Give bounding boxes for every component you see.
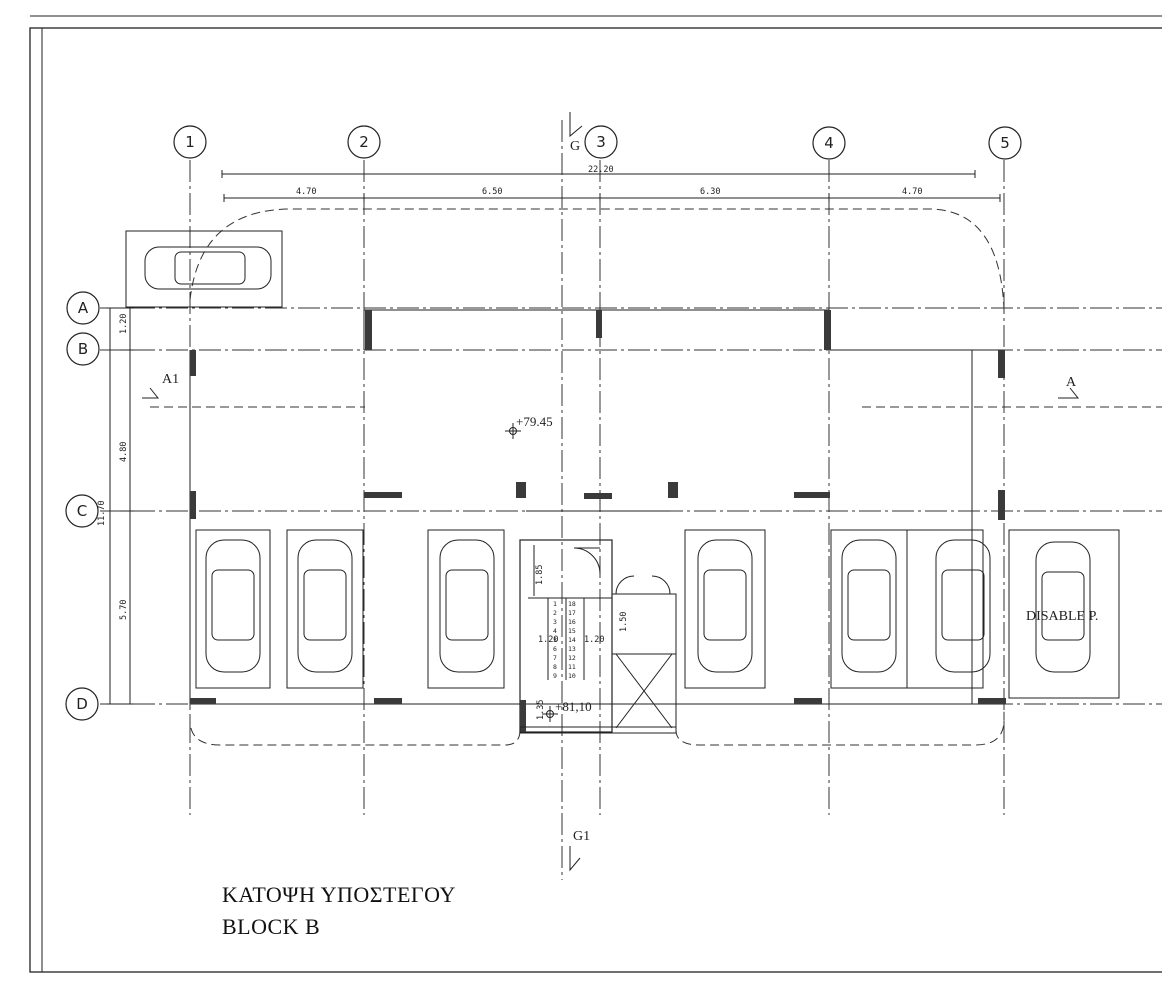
svg-text:+81,10: +81,10 — [555, 699, 592, 714]
svg-text:6.50: 6.50 — [482, 187, 502, 197]
svg-text:4.70: 4.70 — [296, 187, 316, 197]
svg-text:B: B — [78, 340, 88, 358]
svg-text:+79.45: +79.45 — [516, 414, 553, 429]
svg-text:DISABLE P.: DISABLE P. — [1026, 609, 1098, 624]
grid-bubble-4: 4 — [812, 126, 846, 160]
svg-text:1.85: 1.85 — [535, 565, 545, 585]
grid-bubble-5: 5 — [988, 126, 1022, 160]
svg-text:9: 9 — [553, 672, 557, 680]
stair-steps-left: 1 2 3 4 5 6 7 8 9 — [553, 600, 557, 680]
svg-text:4.80: 4.80 — [119, 442, 129, 462]
svg-text:1.20: 1.20 — [584, 635, 604, 645]
svg-text:G: G — [570, 139, 580, 154]
grid-bubble-3: 3 — [584, 125, 618, 159]
stair-steps-right: 18 17 16 15 14 13 12 11 10 — [568, 600, 576, 680]
car-3 — [439, 539, 495, 673]
svg-text:11.70: 11.70 — [97, 500, 107, 526]
svg-text:1.20: 1.20 — [119, 314, 129, 334]
svg-text:5: 5 — [553, 636, 557, 644]
grid-bubble-C: C — [65, 494, 99, 528]
car-6 — [935, 539, 991, 673]
svg-text:1.35: 1.35 — [536, 700, 546, 720]
structural-columns — [190, 310, 1006, 704]
svg-text:A: A — [78, 299, 89, 317]
svg-text:10: 10 — [568, 672, 576, 680]
svg-text:D: D — [76, 695, 88, 713]
svg-text:2: 2 — [359, 133, 369, 151]
svg-text:13: 13 — [568, 645, 576, 653]
svg-text:22.20: 22.20 — [588, 165, 614, 175]
svg-text:4.70: 4.70 — [902, 187, 922, 197]
svg-text:12: 12 — [568, 654, 576, 662]
overall-dimension: 22.20 — [221, 165, 976, 178]
section-marker-left: A1 — [142, 372, 179, 399]
stair-core: 1.85 1.50 1.20 1.20 1.35 — [519, 539, 677, 734]
grid-bubble-D: D — [65, 687, 99, 721]
svg-text:2: 2 — [553, 609, 557, 617]
svg-text:17: 17 — [568, 609, 576, 617]
svg-text:6: 6 — [553, 645, 557, 653]
svg-text:4: 4 — [824, 134, 834, 152]
car-2 — [297, 539, 353, 673]
svg-text:18: 18 — [568, 600, 576, 608]
svg-text:1.50: 1.50 — [619, 612, 629, 632]
drawing-subtitle: BLOCK B — [222, 914, 321, 939]
svg-text:4: 4 — [553, 627, 557, 635]
svg-text:6.30: 6.30 — [700, 187, 720, 197]
grid-bubble-B: B — [66, 332, 100, 366]
section-marker-bottom: G1 — [569, 829, 590, 872]
bay-dimensions: 4.70 6.50 6.30 4.70 — [223, 187, 1001, 202]
svg-text:7: 7 — [553, 654, 557, 662]
svg-text:11: 11 — [568, 663, 576, 671]
grid-bubble-1: 1 — [173, 125, 207, 159]
sheet-frame — [29, 27, 1162, 973]
section-marker-top: G — [569, 112, 583, 154]
svg-text:16: 16 — [568, 618, 576, 626]
svg-text:3: 3 — [596, 133, 606, 151]
svg-text:14: 14 — [568, 636, 576, 644]
svg-text:1: 1 — [553, 600, 557, 608]
svg-text:5: 5 — [1000, 134, 1010, 152]
svg-text:G1: G1 — [573, 829, 590, 844]
svg-text:C: C — [77, 502, 87, 520]
drawing-title: ΚΑΤΟΨΗ ΥΠΟΣΤΕΓΟΥ — [222, 882, 456, 907]
svg-text:1: 1 — [185, 133, 195, 151]
vertical-dimensions: 11.70 1.20 4.80 5.70 — [97, 307, 134, 705]
car-top — [144, 246, 272, 290]
parking-bays: DISABLE P. — [125, 230, 1120, 699]
building-outline — [189, 208, 1005, 746]
level-mark-main: +79.45 — [505, 414, 553, 439]
car-4 — [697, 539, 753, 673]
svg-text:5.70: 5.70 — [119, 600, 129, 620]
vertical-axes — [189, 120, 1005, 880]
car-disabled — [1035, 541, 1091, 673]
svg-text:3: 3 — [553, 618, 557, 626]
level-mark-stair: +81,10 — [542, 699, 592, 722]
svg-text:8: 8 — [553, 663, 557, 671]
car-5 — [841, 539, 897, 673]
svg-text:A1: A1 — [162, 372, 179, 387]
section-marker-right: A — [1058, 375, 1080, 399]
car-1 — [205, 539, 261, 673]
grid-bubble-A: A — [66, 291, 100, 325]
svg-text:15: 15 — [568, 627, 576, 635]
svg-text:A: A — [1066, 375, 1077, 390]
grid-bubble-2: 2 — [347, 125, 381, 159]
svg-text:1.20: 1.20 — [538, 635, 558, 645]
